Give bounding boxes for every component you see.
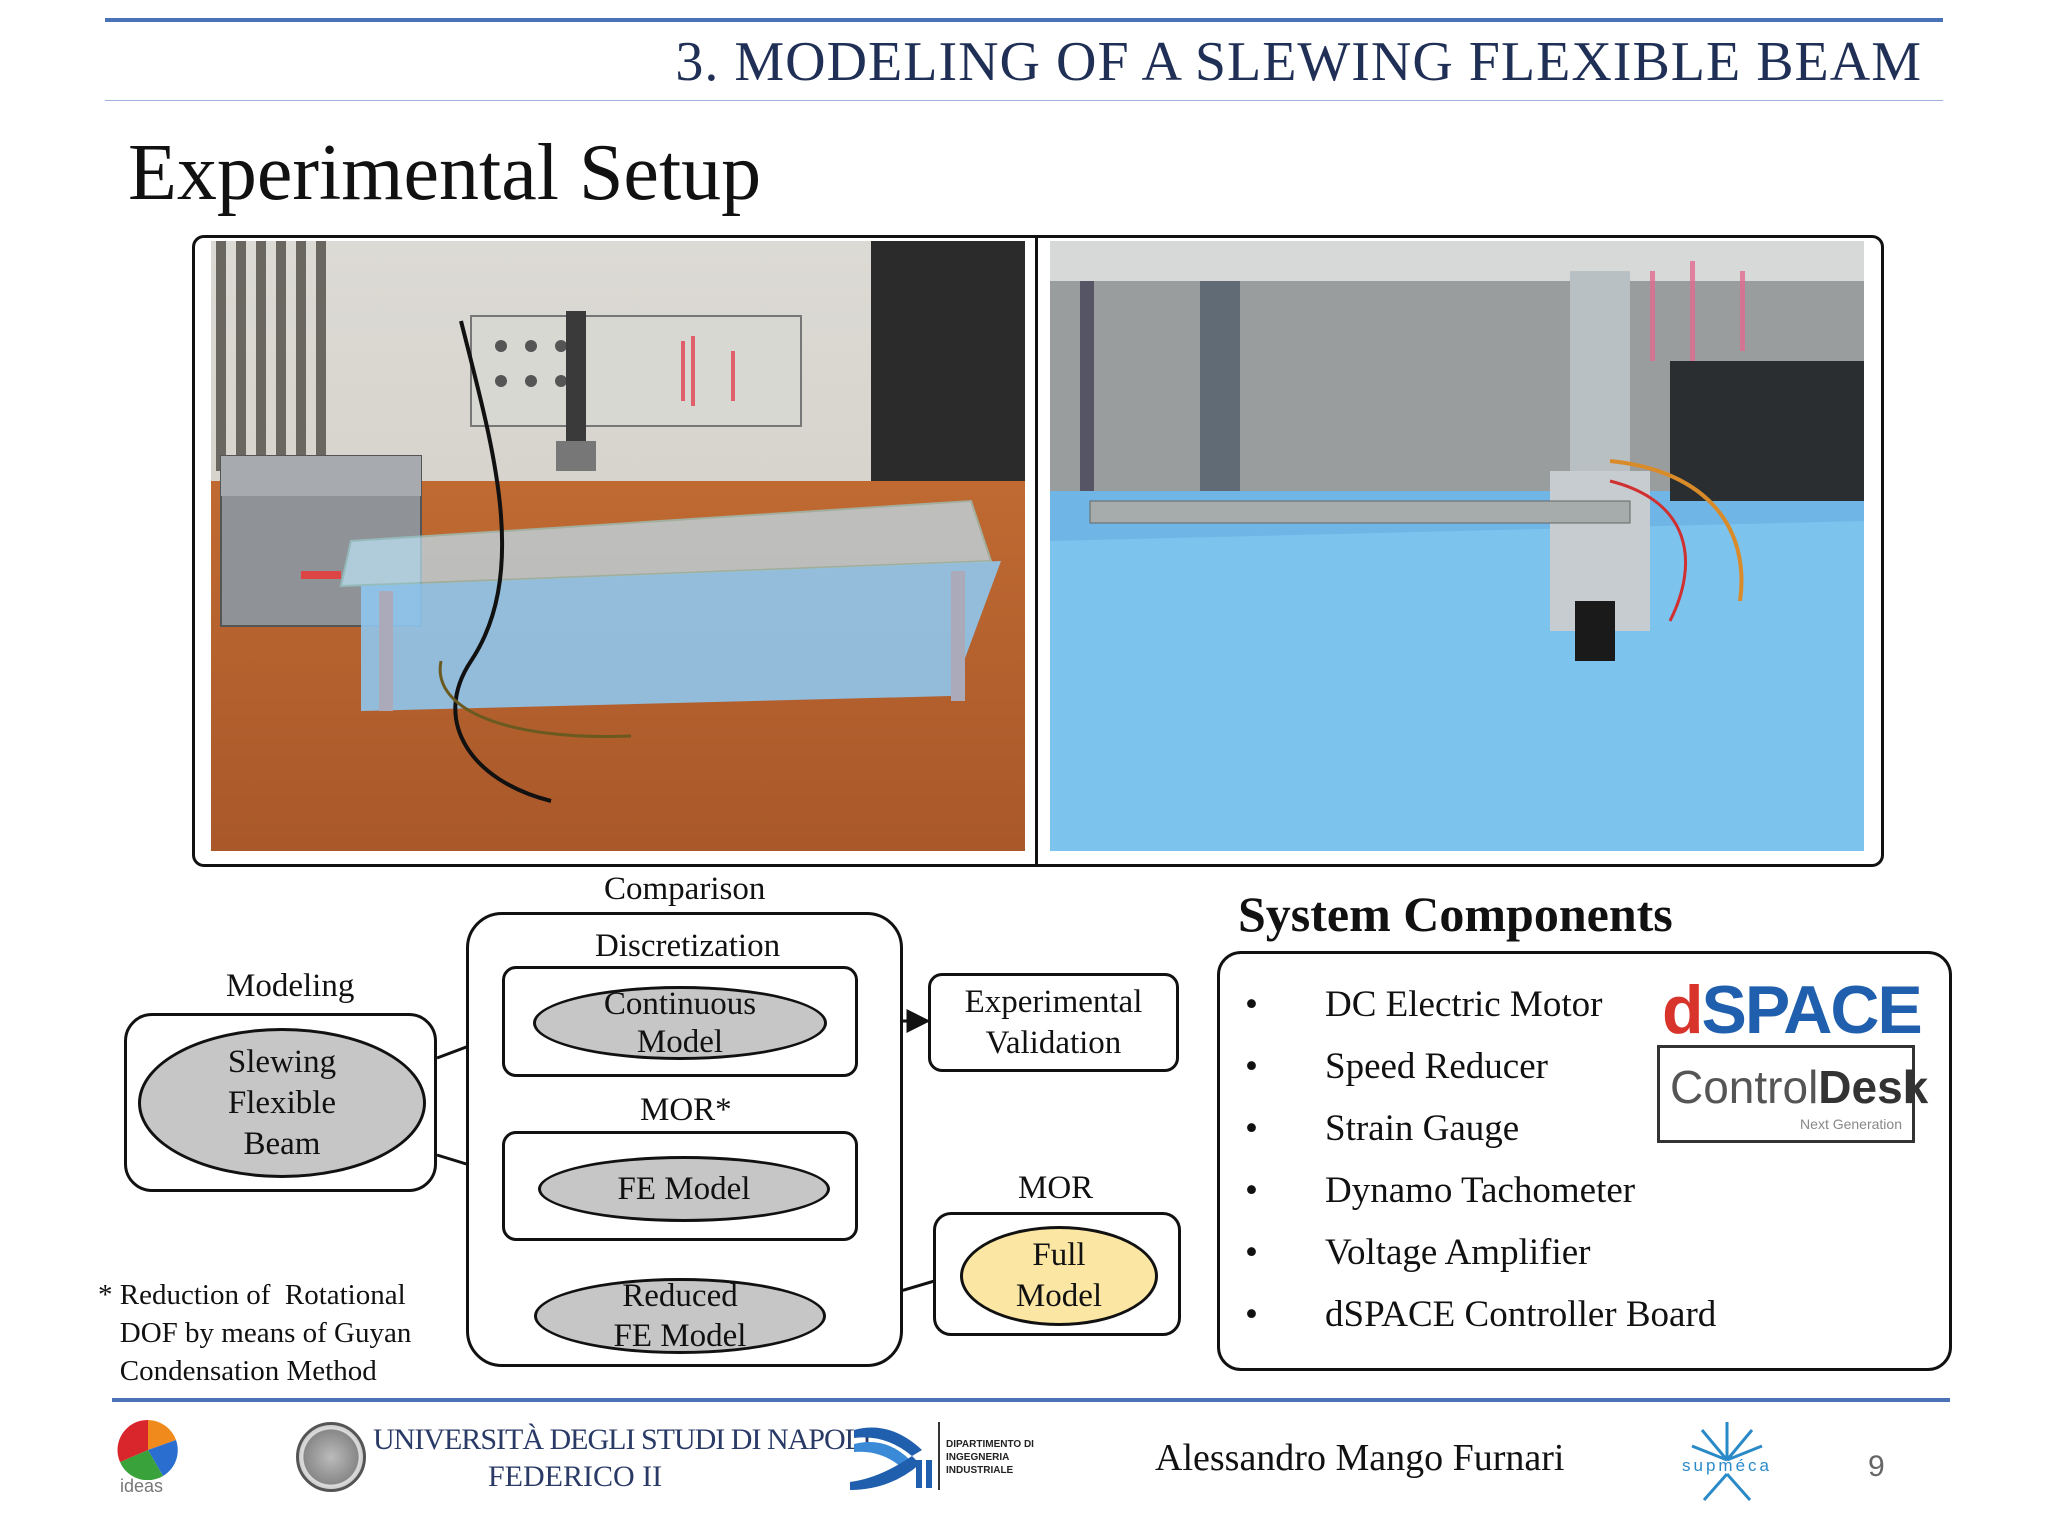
component-item: • DC Electric Motor: [1245, 983, 1602, 1026]
unina-seal-icon: [296, 1422, 366, 1492]
controldesk-logo: ControlDesk Next Generation: [1657, 1045, 1928, 1143]
continuous-model-node: Continuous Model: [533, 986, 827, 1060]
bullet: •: [1245, 1294, 1258, 1335]
component-item: • dSPACE Controller Board: [1245, 1293, 1716, 1336]
header-top-rule: [105, 18, 1943, 22]
slewing-beam-node: Slewing Flexible Beam: [138, 1028, 426, 1178]
supmeca-logo-icon: [1691, 1422, 1763, 1501]
bullet: •: [1245, 984, 1258, 1025]
slide-title: Experimental Setup: [128, 129, 762, 217]
dii-logo: DIPARTIMENTO DI INGEGNERIA INDUSTRIALE: [850, 1420, 1040, 1494]
component-label: Speed Reducer: [1325, 1046, 1548, 1087]
component-label: dSPACE Controller Board: [1325, 1294, 1717, 1335]
setup-photo-closeup: [1050, 241, 1864, 851]
section-title: 3. MODELING OF A SLEWING FLEXIBLE BEAM: [675, 31, 1922, 93]
page-number: 9: [1868, 1450, 1885, 1483]
photo-divider: [1035, 235, 1038, 865]
comparison-label: Comparison: [604, 871, 766, 907]
dii-divider: [938, 1422, 940, 1490]
footnote: * Reduction of Rotational DOF by means o…: [98, 1279, 412, 1387]
dii-logo-text: DIPARTIMENTO DI INGEGNERIA INDUSTRIALE: [946, 1439, 1034, 1476]
reduced-fe-model-node: Reduced FE Model: [534, 1278, 826, 1354]
ideas-logo-icon: [117, 1419, 178, 1481]
bullet: •: [1245, 1232, 1258, 1273]
component-item: • Speed Reducer: [1245, 1045, 1548, 1088]
modeling-label: Modeling: [226, 968, 355, 1004]
unina-logo-line2: FEDERICO II: [488, 1460, 663, 1493]
header-bottom-rule: [105, 100, 1943, 101]
component-item: • Dynamo Tachometer: [1245, 1169, 1635, 1212]
ideas-logo: ideas: [108, 1418, 188, 1498]
full-model-node: Full Model: [960, 1226, 1158, 1326]
discretization-label: Discretization: [595, 928, 781, 964]
controldesk-subtitle: Next Generation: [1800, 1116, 1902, 1132]
component-label: Strain Gauge: [1325, 1108, 1520, 1149]
author-name: Alessandro Mango Furnari: [1155, 1437, 1565, 1479]
component-item: • Voltage Amplifier: [1245, 1231, 1590, 1274]
experimental-validation-box: Experimental Validation: [928, 973, 1179, 1072]
setup-photo-overview: [211, 241, 1025, 851]
unina-logo-line1: UNIVERSITÀ DEGLI STUDI DI NAPOLI: [373, 1423, 872, 1456]
bullet: •: [1245, 1046, 1258, 1087]
controldesk-text-a: Control: [1670, 1061, 1819, 1113]
mor-star-label: MOR*: [640, 1092, 732, 1128]
ideas-logo-text: ideas: [120, 1476, 164, 1496]
supmeca-logo: supméca: [1662, 1416, 1792, 1506]
dspace-logo: dSPACE: [1662, 970, 1923, 1050]
component-label: Voltage Amplifier: [1325, 1232, 1591, 1273]
system-components-title: System Components: [1238, 886, 1673, 942]
mor-label: MOR: [1018, 1170, 1094, 1206]
bullet: •: [1245, 1170, 1258, 1211]
fe-model-node: FE Model: [538, 1156, 830, 1222]
dii-logo-icon: [850, 1427, 932, 1490]
component-label: Dynamo Tachometer: [1325, 1170, 1636, 1211]
dspace-logo-text: dSPACE: [1662, 972, 1923, 1048]
component-label: DC Electric Motor: [1325, 984, 1603, 1025]
footer-rule: [112, 1398, 1950, 1402]
component-item: • Strain Gauge: [1245, 1107, 1519, 1150]
system-components-box: [1217, 951, 1952, 1371]
supmeca-logo-text: supméca: [1682, 1456, 1772, 1475]
bullet: •: [1245, 1108, 1258, 1149]
controldesk-text-b: Desk: [1818, 1061, 1929, 1113]
